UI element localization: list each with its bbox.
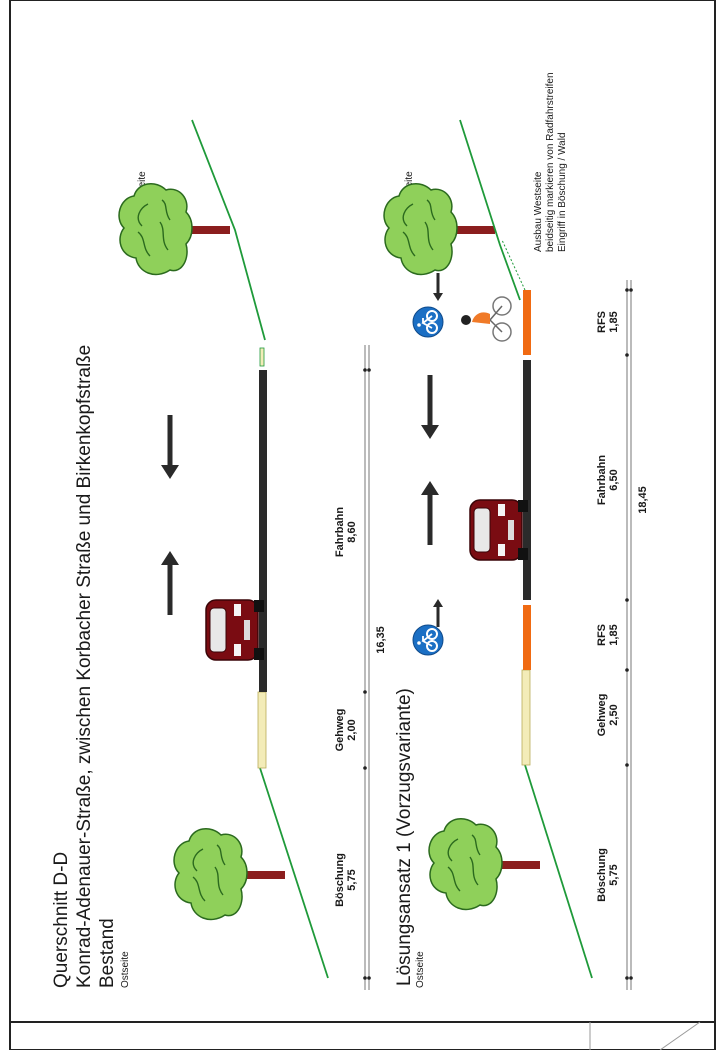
svg-text:5,75: 5,75: [608, 864, 620, 885]
bestand-slope-west: [191, 119, 266, 341]
bestand-road: [259, 370, 267, 692]
tree-icon: [118, 183, 231, 276]
title-line-3: Bestand: [97, 918, 118, 988]
svg-text:1,85: 1,85: [608, 311, 620, 332]
svg-text:1,85: 1,85: [608, 624, 620, 645]
svg-text:Böschung: Böschung: [596, 848, 608, 902]
svg-text:Gehweg: Gehweg: [334, 709, 346, 752]
loesung-dim-rfs-west: RFS 1,85: [596, 311, 620, 333]
svg-text:Fahrbahn: Fahrbahn: [596, 455, 608, 505]
bike-direction-arrow-icon: [433, 599, 443, 627]
svg-text:2,50: 2,50: [608, 704, 620, 725]
loesung-title: Lösungsansatz 1 (Vorzugsvariante): [394, 688, 415, 986]
traffic-arrow-icon: [421, 481, 439, 545]
car-icon: [469, 499, 529, 561]
section-loesung: Lösungsansatz 1 (Vorzugsvariante) Ostsei…: [383, 72, 649, 990]
svg-text:2,00: 2,00: [346, 719, 358, 740]
bike-lane-sign-icon: [412, 306, 444, 338]
svg-text:Gehweg: Gehweg: [596, 694, 608, 737]
svg-text:6,50: 6,50: [608, 469, 620, 490]
car-icon: [205, 599, 265, 661]
bestand-dim-boeschung: Böschung 5,75: [334, 853, 358, 907]
title-line-1: Querschnitt D-D: [51, 852, 72, 988]
sheet-frame: [9, 0, 716, 1050]
svg-text:Böschung: Böschung: [334, 853, 346, 907]
loesung-bike-lane-west: [523, 290, 531, 355]
loesung-dim-rfs-east: RFS 1,85: [596, 624, 620, 646]
bestand-sidewalk: [257, 691, 267, 769]
svg-text:Eingriff in Böschung / Wald: Eingriff in Böschung / Wald: [557, 132, 568, 252]
section-bestand: Querschnitt D-D Konrad-Adenauer-Straße, …: [51, 119, 387, 990]
loesung-slope-east: [524, 764, 593, 979]
loesung-dim-gehweg: Gehweg 2,50: [596, 694, 620, 737]
loesung-road: [523, 360, 531, 600]
traffic-arrow-icon: [421, 375, 439, 439]
loesung-dim-boeschung: Böschung 5,75: [596, 848, 620, 902]
svg-text:RFS: RFS: [596, 624, 608, 646]
svg-text:Fahrbahn: Fahrbahn: [334, 507, 346, 557]
tree-icon: [428, 818, 541, 911]
loesung-dim-fahrbahn: Fahrbahn 6,50: [596, 455, 620, 505]
bestand-slope-east: [259, 767, 329, 979]
cyclist-icon: [460, 296, 512, 342]
bike-direction-arrow-icon: [433, 273, 443, 301]
svg-text:5,75: 5,75: [346, 869, 358, 890]
loesung-ostseite-label: Ostseite: [415, 951, 426, 988]
svg-text:beidseitig markieren von Radfa: beidseitig markieren von Radfahrstreifen: [545, 72, 556, 252]
loesung-sidewalk: [521, 669, 531, 766]
bestand-dim-fahrbahn: Fahrbahn 8,60: [334, 507, 358, 557]
title-line-2: Konrad-Adenauer-Straße, zwischen Korbach…: [74, 345, 95, 988]
tree-icon: [383, 183, 496, 276]
bike-lane-sign-icon: [412, 624, 444, 656]
tree-icon: [173, 828, 286, 921]
bestand-total-dim: 16,35: [375, 626, 387, 654]
traffic-arrow-icon: [161, 415, 179, 479]
svg-text:8,60: 8,60: [346, 521, 358, 542]
traffic-arrow-icon: [161, 551, 179, 615]
svg-text:Ausbau Westseite: Ausbau Westseite: [533, 171, 544, 252]
svg-text:RFS: RFS: [596, 311, 608, 333]
loesung-total-dim: 18,45: [637, 486, 649, 514]
loesung-bike-lane-east: [523, 605, 531, 670]
loesung-note: Ausbau Westseite beidseitig markieren vo…: [533, 72, 568, 252]
bestand-dim-gehweg: Gehweg 2,00: [334, 709, 358, 752]
loesung-slope-west: [459, 119, 521, 301]
bestand-ostseite-label: Ostseite: [120, 951, 131, 988]
